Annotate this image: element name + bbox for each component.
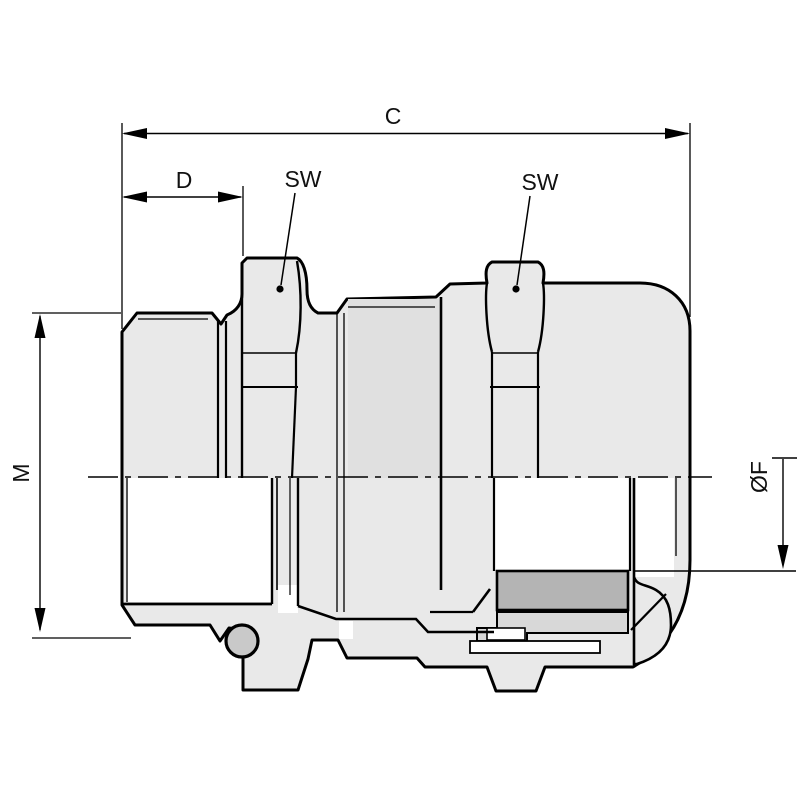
callout-sw-front: SW: [276, 166, 322, 293]
lamella-slot: [469, 640, 601, 654]
c-arrow-right: [665, 128, 690, 139]
d-arrow-left: [122, 191, 147, 203]
m-arrow-bottom: [34, 608, 46, 632]
o-ring: [224, 623, 260, 659]
seal-insert: [495, 569, 630, 612]
c-extension-lines: [121, 123, 691, 329]
f-arrow-down: [777, 545, 789, 569]
c-label: C: [385, 103, 402, 129]
m-label: M: [8, 463, 34, 482]
thin-detail-lines: [126, 306, 677, 612]
callout-sw-rear: SW: [512, 169, 559, 293]
midbody-tone: [348, 299, 440, 478]
lamella-slot-small: [486, 627, 526, 641]
d-label: D: [176, 167, 193, 193]
sw-rear-label: SW: [521, 169, 558, 195]
bore-gap-small: [278, 585, 298, 613]
d-arrow-right: [218, 191, 243, 203]
dome-lip-edge: [630, 593, 667, 631]
sw-front-label: SW: [284, 166, 321, 192]
internal-edges: [122, 260, 636, 634]
dimension-d: D: [122, 167, 244, 256]
dimension-m: M: [8, 312, 131, 639]
c-arrow-left: [122, 128, 147, 139]
sw-front-dot: [276, 285, 284, 293]
lamella-gap: [339, 621, 353, 639]
m-extension-lines: [32, 312, 131, 639]
sw-rear-dot: [512, 285, 520, 293]
m-arrow-top: [34, 314, 46, 338]
bore-opening-center: [494, 478, 630, 570]
sw-rear-leader: [516, 195, 531, 286]
bore-opening-left: [128, 478, 272, 602]
f-label: ØF: [746, 461, 772, 493]
dimension-f: ØF: [634, 457, 797, 572]
dimension-c: C: [121, 103, 691, 329]
bore-opening-right: [635, 478, 674, 577]
sw-front-leader: [280, 192, 296, 286]
